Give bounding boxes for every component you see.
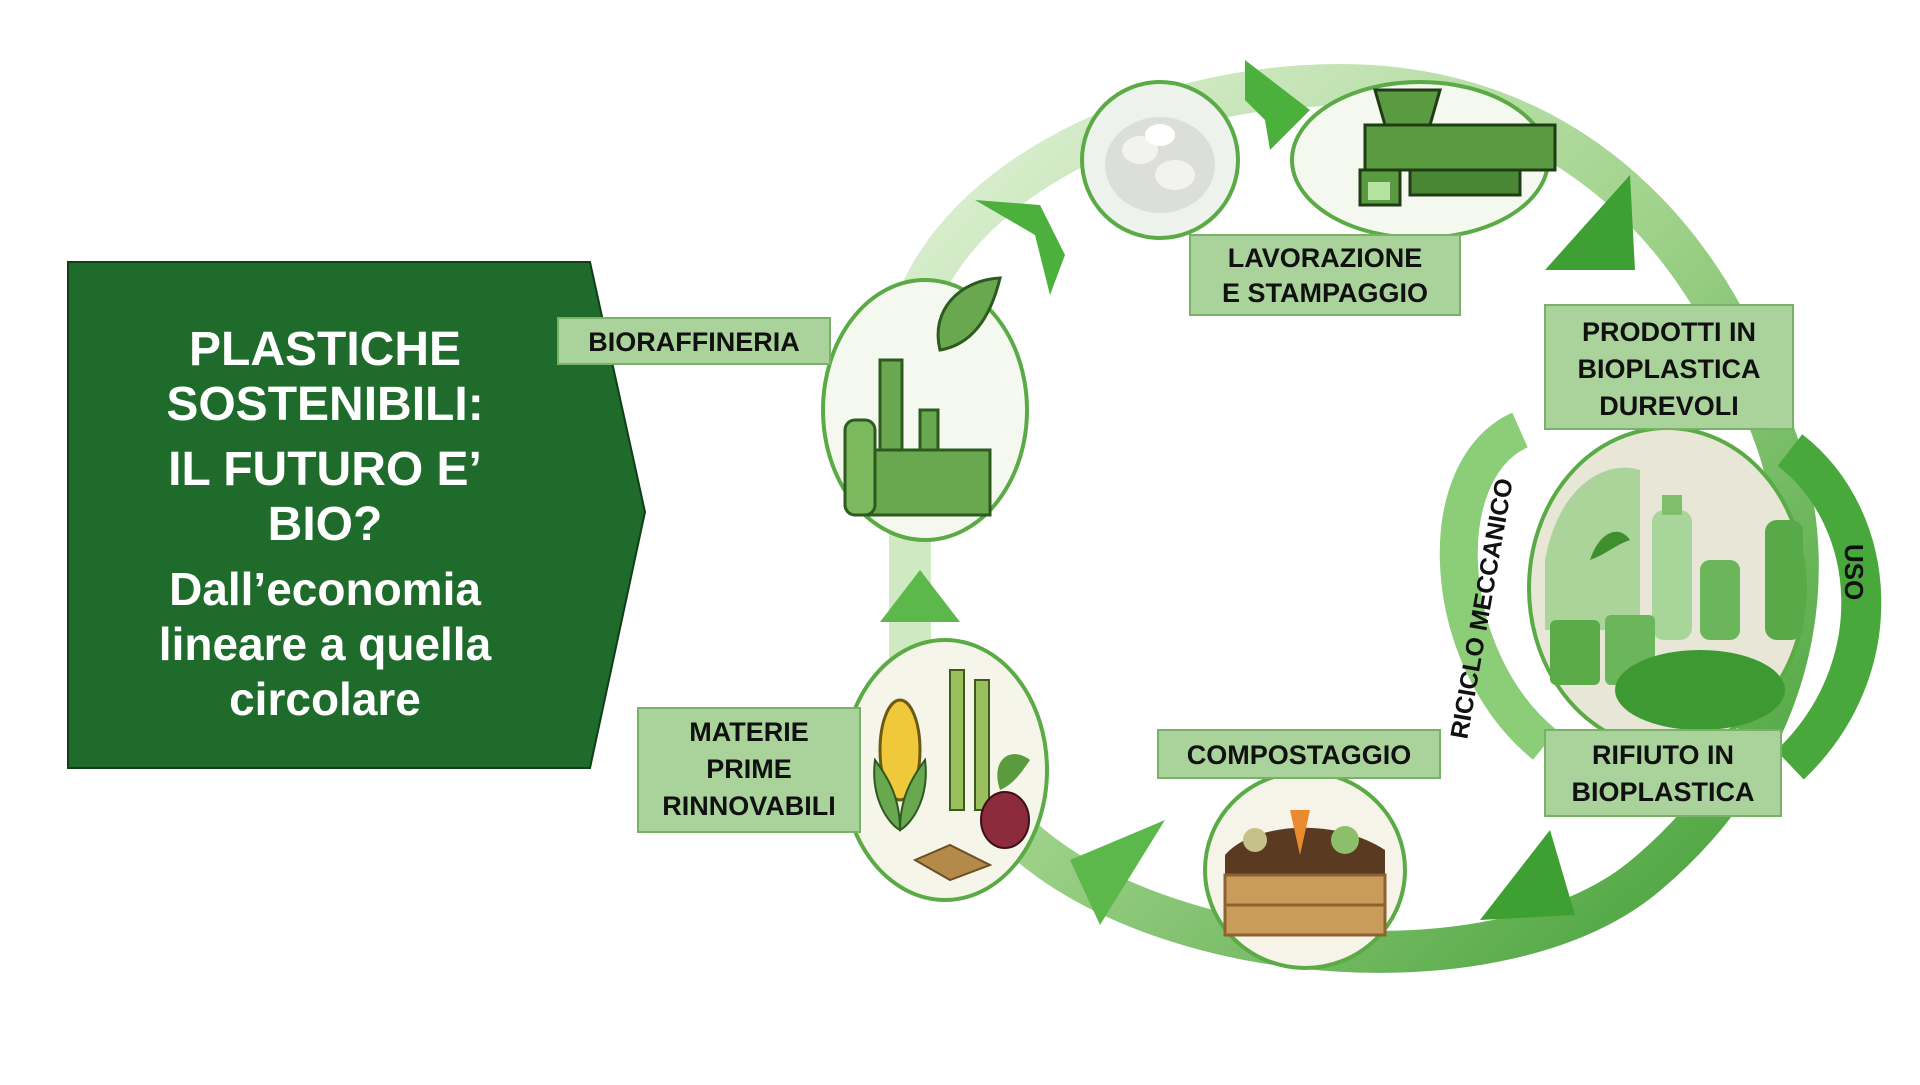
svg-text:PRODOTTI IN: PRODOTTI IN: [1582, 317, 1756, 347]
stage-illustrations: [821, 80, 1807, 970]
arrow-down-icon: [1480, 830, 1575, 920]
compost-icon: [1203, 770, 1407, 970]
svg-text:USO: USO: [1839, 544, 1869, 600]
arrow-right-icon: [1245, 60, 1310, 150]
title-line: PLASTICHE: [189, 323, 461, 376]
arrow-left-icon: [1070, 820, 1165, 925]
title-box: PLASTICHE SOSTENIBILI: IL FUTURO E’ BIO?…: [67, 261, 647, 769]
label-rifiuto: RIFIUTO IN BIOPLASTICA: [1544, 729, 1782, 817]
svg-text:DUREVOLI: DUREVOLI: [1599, 391, 1739, 421]
cycle-arrows: [880, 60, 1635, 925]
svg-text:RINNOVABILI: RINNOVABILI: [662, 791, 836, 821]
label-compostaggio: COMPOSTAGGIO: [1157, 729, 1441, 779]
factory-icon: [821, 276, 1029, 542]
svg-text:BIOPLASTICA: BIOPLASTICA: [1571, 777, 1754, 807]
svg-text:BIORAFFINERIA: BIORAFFINERIA: [588, 327, 800, 357]
crops-icon: [841, 638, 1049, 902]
arrow-up-icon: [880, 570, 960, 622]
svg-text:E STAMPAGGIO: E STAMPAGGIO: [1222, 278, 1428, 308]
label-lavorazione: LAVORAZIONE E STAMPAGGIO: [1189, 234, 1461, 316]
title-line: SOSTENIBILI:: [166, 378, 483, 431]
svg-text:COMPOSTAGGIO: COMPOSTAGGIO: [1187, 740, 1412, 770]
arc-label-uso: USO: [1839, 544, 1869, 600]
label-bioraffineria: BIORAFFINERIA: [557, 317, 831, 365]
bioplastic-products-icon: [1527, 426, 1807, 750]
arrow-down-icon: [1545, 175, 1635, 270]
pellets-icon: [1080, 80, 1240, 240]
svg-text:BIOPLASTICA: BIOPLASTICA: [1577, 354, 1760, 384]
svg-text:LAVORAZIONE: LAVORAZIONE: [1228, 243, 1423, 273]
svg-text:PRIME: PRIME: [706, 754, 792, 784]
subtitle-line: lineare a quella: [159, 618, 492, 670]
subtitle-line: Dall’economia: [169, 563, 481, 615]
label-materie: MATERIE PRIME RINNOVABILI: [637, 707, 861, 833]
title-line: BIO?: [268, 498, 383, 551]
label-prodotti: PRODOTTI IN BIOPLASTICA DUREVOLI: [1544, 304, 1794, 430]
title-line: IL FUTURO E’: [168, 443, 482, 496]
arrow-right-icon: [975, 200, 1065, 295]
subtitle-line: circolare: [229, 673, 421, 725]
svg-text:MATERIE: MATERIE: [689, 717, 809, 747]
svg-text:RIFIUTO IN: RIFIUTO IN: [1592, 740, 1734, 770]
